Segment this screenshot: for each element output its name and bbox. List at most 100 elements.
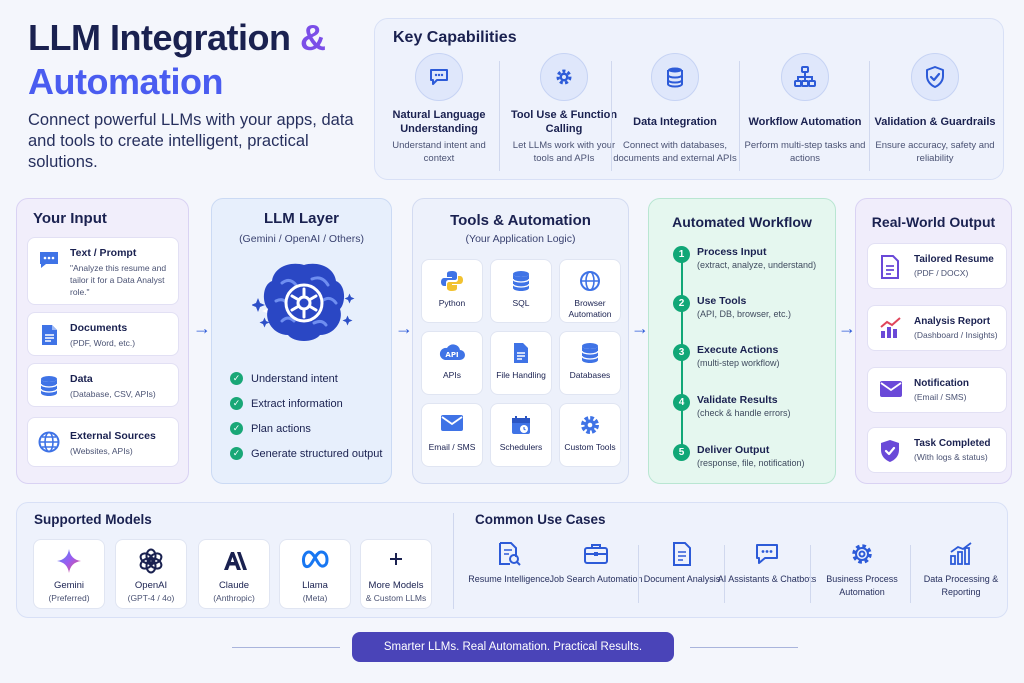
- bottom-panel: Supported Models Gemini (Preferred) Open…: [16, 502, 1008, 618]
- use-case-job-search: Job Search Automation: [544, 541, 648, 586]
- capability-validation: Validation & Guardrails Ensure accuracy,…: [873, 53, 997, 177]
- divider: [453, 513, 454, 609]
- output-item-tailored-resume: Tailored Resume (PDF / DOCX): [867, 243, 1007, 289]
- mail-icon: [440, 414, 464, 432]
- model-openai: OpenAI (GPT-4 / 4o): [115, 539, 187, 609]
- meta-icon: [300, 548, 330, 570]
- chat-icon: [754, 541, 780, 567]
- capability-tool-use: Tool Use & Function Calling Let LLMs wor…: [502, 53, 626, 177]
- plus-icon: [385, 548, 407, 570]
- checkmark-icon: ✓: [230, 372, 243, 385]
- input-item-external-sources: External Sources (Websites, APIs): [27, 417, 179, 467]
- checkmark-icon: ✓: [230, 397, 243, 410]
- key-capabilities-title: Key Capabilities: [393, 29, 517, 46]
- use-case-resume-intelligence: Resume Intelligence: [457, 541, 561, 586]
- capability-desc: Understand intent and context: [392, 140, 486, 164]
- workflow-panel: Automated Workflow 1 Process Input (extr…: [648, 198, 836, 484]
- output-item-notification: Notification (Email / SMS): [867, 367, 1007, 413]
- tool-label: Custom Tools: [564, 442, 616, 452]
- brain-icon: [252, 259, 356, 349]
- chart-icon: [879, 317, 903, 339]
- tagline-banner: Smarter LLMs. Real Automation. Practical…: [352, 632, 674, 662]
- tool-label: Python: [438, 298, 466, 308]
- gear-icon: [849, 541, 875, 567]
- output-item-analysis-report: Analysis Report (Dashboard / Insights): [867, 305, 1007, 351]
- mail-icon: [879, 379, 903, 399]
- llm-check-item: ✓Understand intent: [230, 372, 338, 385]
- openai-icon: [138, 548, 164, 574]
- document-icon: [37, 323, 61, 347]
- anthropic-icon: [221, 548, 247, 574]
- model-gemini: Gemini (Preferred): [33, 539, 105, 609]
- tool-file-handling: File Handling: [490, 331, 552, 395]
- llm-layer-title: LLM Layer: [263, 210, 339, 227]
- divider: [638, 545, 639, 603]
- model-llama: Llama (Meta): [279, 539, 351, 609]
- llm-layer-panel: LLM Layer (Gemini / OpenAI / Others) ✓Un…: [211, 198, 392, 484]
- gemini-icon: [56, 548, 82, 574]
- workflow-icon: [781, 53, 829, 101]
- gear-icon: [540, 53, 588, 101]
- divider: [724, 545, 725, 603]
- title-line-1: LLM Integration: [28, 17, 291, 58]
- title-line-2: Automation: [28, 61, 223, 102]
- flow-arrow-icon: →: [631, 318, 649, 338]
- output-title: Real-World Output: [871, 214, 996, 230]
- use-case-ai-assistants: AI Assistants & Chatbots: [715, 541, 819, 586]
- briefcase-icon: [583, 541, 609, 567]
- shield-check-icon: [911, 53, 959, 101]
- database-icon: [651, 53, 699, 101]
- workflow-title: Automated Workflow: [672, 214, 812, 230]
- capability-natural-language: Natural Language Understanding Understan…: [377, 53, 501, 177]
- use-case-business-process: Business Process Automation: [810, 541, 914, 599]
- llm-layer-subtitle: (Gemini / OpenAI / Others): [239, 233, 364, 245]
- input-item-title: Text / Prompt: [70, 247, 137, 259]
- input-item-title: Documents: [70, 322, 128, 334]
- use-cases-title: Common Use Cases: [475, 512, 606, 527]
- tool-schedulers: Schedulers: [490, 403, 552, 467]
- capability-title: Tool Use & Function Calling: [510, 109, 618, 135]
- tool-python: Python: [421, 259, 483, 323]
- gear-icon: [579, 414, 601, 436]
- globe-icon: [579, 270, 601, 292]
- capability-title: Data Integration: [633, 116, 717, 128]
- capability-data-integration: Data Integration Connect with databases,…: [613, 53, 737, 177]
- input-item-data: Data (Database, CSV, APIs): [27, 363, 179, 407]
- document-icon: [511, 342, 531, 364]
- tool-label: File Handling: [496, 370, 546, 380]
- output-panel: Real-World Output Tailored Resume (PDF /…: [855, 198, 1012, 484]
- page-subtitle: Connect powerful LLMs with your apps, da…: [28, 111, 354, 171]
- banner-line-right: [690, 647, 798, 648]
- flow-arrow-icon: →: [193, 318, 211, 338]
- tool-email-sms: Email / SMS: [421, 403, 483, 467]
- your-input-panel: Your Input Text / Prompt "Analyze this r…: [16, 198, 189, 484]
- python-icon: [441, 270, 463, 292]
- flow-arrow-icon: →: [395, 318, 413, 338]
- shield-check-icon: [879, 439, 901, 463]
- tool-custom-tools: Custom Tools: [559, 403, 621, 467]
- divider: [910, 545, 911, 603]
- tool-label: Databases: [569, 370, 611, 380]
- tool-databases: Databases: [559, 331, 621, 395]
- capability-desc: Ensure accuracy, safety and reliability: [875, 140, 995, 164]
- divider: [499, 61, 500, 171]
- api-cloud-icon: API: [438, 342, 466, 362]
- database-icon: [511, 270, 531, 292]
- document-icon: [879, 255, 901, 279]
- svg-text:API: API: [445, 351, 458, 359]
- tools-subtitle: (Your Application Logic): [465, 233, 576, 245]
- input-item-title: Data: [70, 373, 93, 385]
- chat-icon: [37, 248, 61, 272]
- supported-models-title: Supported Models: [34, 512, 152, 527]
- model-claude: Claude (Anthropic): [198, 539, 270, 609]
- flow-arrow-icon: →: [838, 318, 856, 338]
- capability-desc: Connect with databases, documents and ex…: [613, 140, 737, 164]
- tool-browser-automation: Browser Automation: [559, 259, 621, 323]
- capability-title: Workflow Automation: [748, 116, 862, 128]
- input-item-title: External Sources: [70, 430, 156, 442]
- tool-sql: SQL: [490, 259, 552, 323]
- input-item-documents: Documents (PDF, Word, etc.): [27, 312, 179, 356]
- capability-desc: Perform multi-step tasks and actions: [744, 140, 866, 164]
- your-input-title: Your Input: [33, 210, 107, 227]
- checkmark-icon: ✓: [230, 447, 243, 460]
